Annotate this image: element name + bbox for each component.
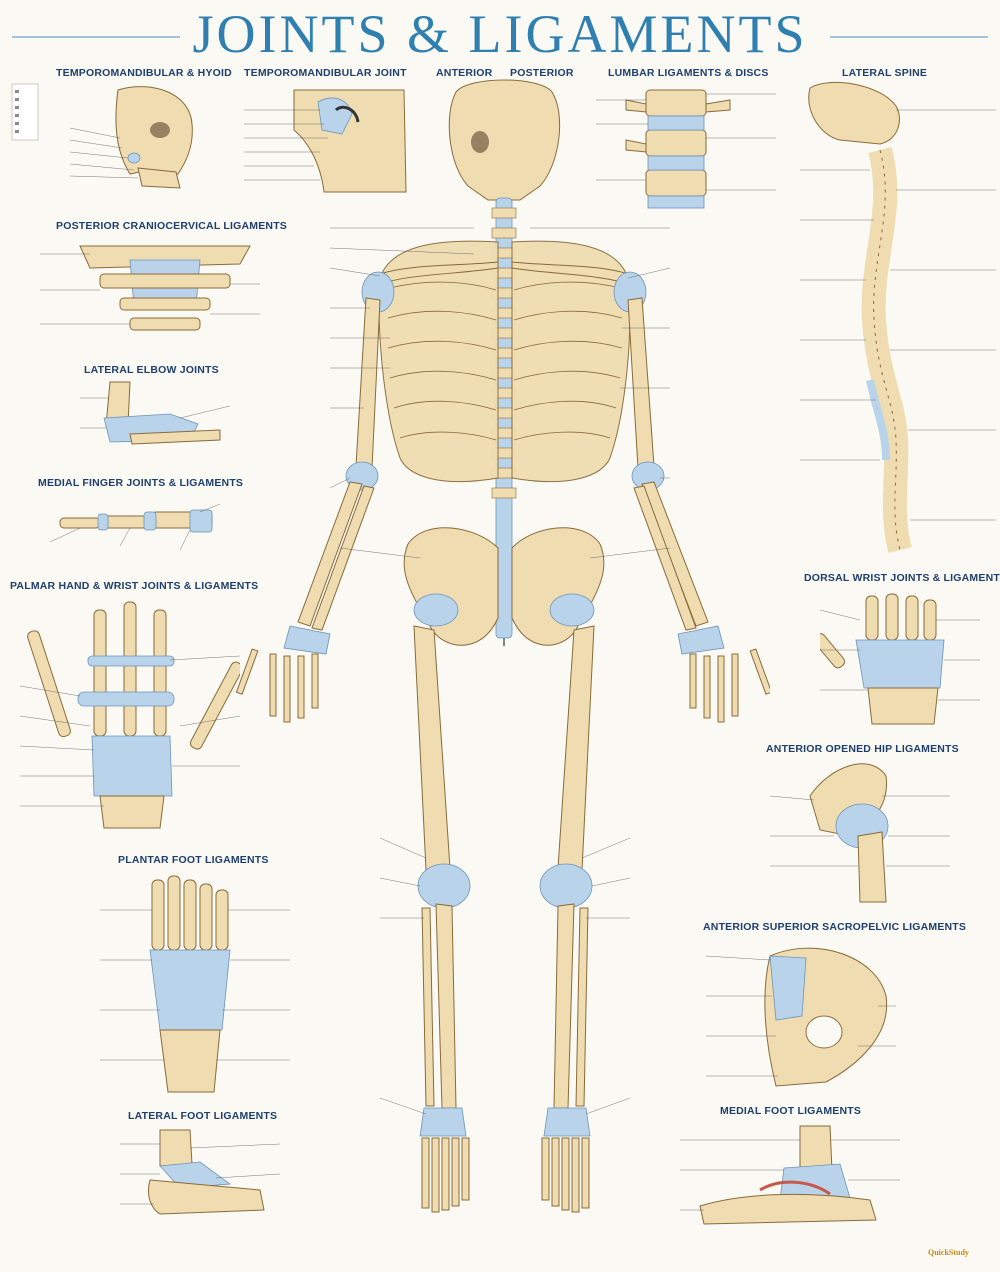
heading-anterior: ANTERIOR <box>436 67 493 79</box>
title-bar: JOINTS & LIGAMENTS <box>0 0 1000 64</box>
lateral-foot-illustration <box>120 1129 280 1215</box>
hip-illustration <box>770 763 950 903</box>
heading-tmj-hyoid: TEMPOROMANDIBULAR & HYOID <box>56 67 232 79</box>
title-rule-left <box>12 36 180 38</box>
plantar-foot-illustration <box>100 875 290 1093</box>
brand-logo: QuickStudy <box>928 1248 969 1257</box>
heading-posterior-craniocervical: POSTERIOR CRANIOCERVICAL LIGAMENTS <box>56 220 288 232</box>
craniocervical-illustration <box>40 245 260 331</box>
heading-posterior: POSTERIOR <box>510 67 574 79</box>
palmar-hand-illustration <box>20 601 240 829</box>
tmj-illustration <box>244 89 407 193</box>
heading-lumbar: LUMBAR LIGAMENTS & DISCS <box>608 67 769 79</box>
title-rule-right <box>830 36 988 38</box>
medial-foot-illustration <box>680 1125 900 1225</box>
skeleton-illustration <box>235 79 770 1213</box>
heading-lateral-elbow: LATERAL ELBOW JOINTS <box>84 364 219 376</box>
heading-dorsal-wrist: DORSAL WRIST JOINTS & LIGAMENTS <box>804 572 1000 584</box>
heading-lateral-spine: LATERAL SPINE <box>842 67 928 79</box>
heading-plantar-foot: PLANTAR FOOT LIGAMENTS <box>118 854 269 866</box>
heading-palmar-hand: PALMAR HAND & WRIST JOINTS & LIGAMENTS <box>10 580 259 592</box>
dorsal-wrist-illustration <box>820 593 980 725</box>
heading-sacropelvic: ANTERIOR SUPERIOR SACROPELVIC LIGAMENTS <box>703 921 967 933</box>
page-title: JOINTS & LIGAMENTS <box>192 4 808 64</box>
finger-illustration <box>49 503 221 551</box>
heading-anterior-hip: ANTERIOR OPENED HIP LIGAMENTS <box>766 743 959 755</box>
lumbar-illustration <box>596 89 776 209</box>
tmj-hyoid-illustration <box>11 83 193 189</box>
heading-lateral-foot: LATERAL FOOT LIGAMENTS <box>128 1110 278 1122</box>
elbow-illustration <box>80 381 230 445</box>
sacropelvic-illustration <box>706 947 896 1087</box>
heading-medial-foot: MEDIAL FOOT LIGAMENTS <box>720 1105 862 1117</box>
lateral-spine-illustration <box>800 82 996 553</box>
heading-medial-finger: MEDIAL FINGER JOINTS & LIGAMENTS <box>38 477 244 489</box>
heading-tmj: TEMPOROMANDIBULAR JOINT <box>244 67 407 79</box>
